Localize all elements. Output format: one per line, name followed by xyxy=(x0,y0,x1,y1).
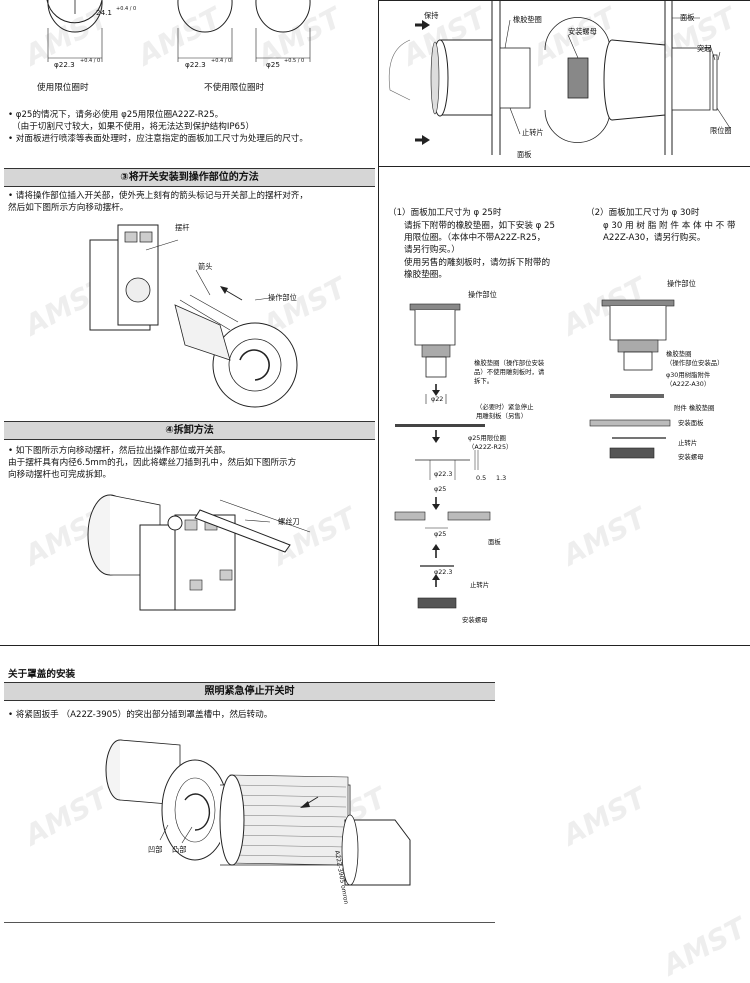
case1-line: 请拆下附带的橡胶垫圈，如下安装 φ 25 xyxy=(404,221,555,231)
cover-text: • 将紧固扳手 （A22Z-3905）的突出部分插到罩盖槽中，然后转动。 xyxy=(8,710,273,720)
d1-rubber: 品）不使用雕刻板时，请 xyxy=(474,368,545,376)
d1-dim-13: 1.3 xyxy=(496,474,507,482)
d1-stopper: 止转片 xyxy=(470,581,490,589)
top-right-frame xyxy=(378,0,750,1)
install-illustration xyxy=(89,224,298,408)
d1-dim-223b: φ22.3 xyxy=(434,568,453,576)
note-line: （由于切割尺寸较大，如果不使用，将无法达到保护结构IP65） xyxy=(12,122,255,132)
d2-a30: φ30用树脂附件 xyxy=(666,371,711,379)
dim-223a: φ22.3 xyxy=(54,60,75,69)
label-arrow: 箭头 xyxy=(198,262,213,271)
dim-223a-tol: +0.4 / 0 xyxy=(80,58,101,64)
d2-attach: 附件 橡胶垫圈 xyxy=(674,404,715,412)
label-limit-ring: 限位圈 xyxy=(710,126,732,135)
dim-24-tol: +0.4 / 0 xyxy=(116,6,137,12)
label-lever: 摆杆 xyxy=(175,223,190,232)
label-mounting-nut: 安装螺母 xyxy=(568,27,597,36)
section3-text: 然后如下图所示方向移动摆杆。 xyxy=(8,203,129,213)
label-convex: 凸部 xyxy=(172,845,187,854)
right-divider xyxy=(378,166,750,167)
cover-bar: 照明紧急停止开关时 xyxy=(4,682,495,701)
section3-title: ③将开关安装到操作部位的方法 xyxy=(4,168,375,187)
case1-line: 请另行购买。） xyxy=(404,245,460,255)
note-line: • φ25的情况下，请务必使用 φ25用限位圈A22Z-R25。 xyxy=(8,110,224,120)
panel-cutout-diagram xyxy=(46,0,311,62)
watermark: AMST xyxy=(557,781,652,852)
d2-stopper: 止转片 xyxy=(678,439,698,447)
label-screwdriver: 螺丝刀 xyxy=(278,517,300,526)
section4-text: • 如下图所示方向移动摆杆，然后拉出操作部位或开关部。 xyxy=(8,446,231,456)
d2-rubber: （操作部位安装品） xyxy=(666,359,724,367)
phi30-diagram xyxy=(589,299,675,459)
d1-dim-25: φ25 xyxy=(434,485,447,493)
case1-line: 用限位圈。（本体中不带A22Z-R25， xyxy=(404,233,546,243)
case1-line: 使用另售的雕刻板时，请勿拆下附带的 xyxy=(404,258,551,268)
removal-illustration xyxy=(87,494,311,611)
cover-illustration xyxy=(105,739,411,886)
mid-divider xyxy=(0,645,750,646)
d1-operator: 操作部位 xyxy=(468,290,497,299)
dim-25-tol: +0.5 / 0 xyxy=(284,58,305,64)
dim-223b-tol: +0.4 / 0 xyxy=(211,58,232,64)
d1-dim-05: 0.5 xyxy=(476,474,487,482)
bottom-rule xyxy=(4,922,495,923)
d1-phi22: φ22 xyxy=(431,395,444,403)
section4-text: 向移动摆杆也可完成拆卸。 xyxy=(8,470,112,480)
d1-dim-223: φ22.3 xyxy=(434,470,453,478)
case1-line: 橡胶垫圈。 xyxy=(404,270,447,280)
note-line: • 对面板进行喷漆等表面处理时，应注意指定的面板加工尺寸为处理后的尺寸。 xyxy=(8,134,308,144)
label-concave: 凹部 xyxy=(148,845,163,854)
caption-no-ring: 不使用限位圈时 xyxy=(204,83,265,93)
dim-25: φ25 xyxy=(266,60,280,69)
case2-line: φ 30 用 树 脂 附 件 本 体 中 不 带 xyxy=(603,221,736,231)
section3-text: • 请将操作部位插入开关部，使外壳上刻有的箭头标记与开关部上的摆杆对齐， xyxy=(8,191,308,201)
label-boss: 突起 xyxy=(697,44,712,53)
dim-223b: φ22.3 xyxy=(185,60,206,69)
d1-rubber: 橡胶垫圈（操作部位安装 xyxy=(474,359,545,367)
label-hold: 保持 xyxy=(424,11,439,20)
label-operator: 操作部位 xyxy=(268,293,297,302)
label-panel2: 面板 xyxy=(517,150,532,159)
case2-line: A22Z-A30，请另行购买。 xyxy=(603,233,706,243)
d1-panel: 面板 xyxy=(488,538,501,546)
d1-dim-25b: φ25 xyxy=(434,530,447,538)
d1-required: 用雕刻板（另售） xyxy=(476,412,528,420)
d1-rubber: 拆下。 xyxy=(474,377,494,385)
caption-use-ring: 使用限位圈时 xyxy=(37,83,89,93)
section4-title: ④拆卸方法 xyxy=(4,421,375,440)
d2-rubber: 橡胶垫圈 xyxy=(666,350,692,358)
d1-required: （必要时）紧急停止 xyxy=(476,403,534,411)
label-stopper: 止转片 xyxy=(522,128,544,137)
d2-panel: 安装面板 xyxy=(678,419,704,427)
d1-r25: （A22Z-R25） xyxy=(468,443,513,451)
d2-nut: 安装螺母 xyxy=(678,453,704,461)
assembly-illustration xyxy=(388,0,731,155)
section4-text: 由于摆杆具有内径6.5mm的孔，因此将螺丝刀插到孔中，然后如下图所示方 xyxy=(8,458,297,468)
label-panel: 面板 xyxy=(680,13,695,22)
d2-a30: （A22Z-A30） xyxy=(666,380,711,388)
column-divider xyxy=(378,0,379,645)
phi25-diagram xyxy=(394,303,491,609)
case1-line: （1）面板加工尺寸为 φ 25时 xyxy=(388,208,502,218)
cover-heading: 关于罩盖的安装 xyxy=(8,669,76,680)
d1-r25: φ25用限位圈 xyxy=(468,434,506,442)
watermark: AMST xyxy=(657,911,750,982)
label-rubber-gasket: 橡胶垫圈 xyxy=(513,15,542,24)
dim-24: 24.1 xyxy=(96,8,113,17)
d2-operator: 操作部位 xyxy=(667,279,696,288)
d1-nut: 安装螺母 xyxy=(462,616,488,624)
case2-line: （2）面板加工尺寸为 φ 30时 xyxy=(586,208,700,218)
